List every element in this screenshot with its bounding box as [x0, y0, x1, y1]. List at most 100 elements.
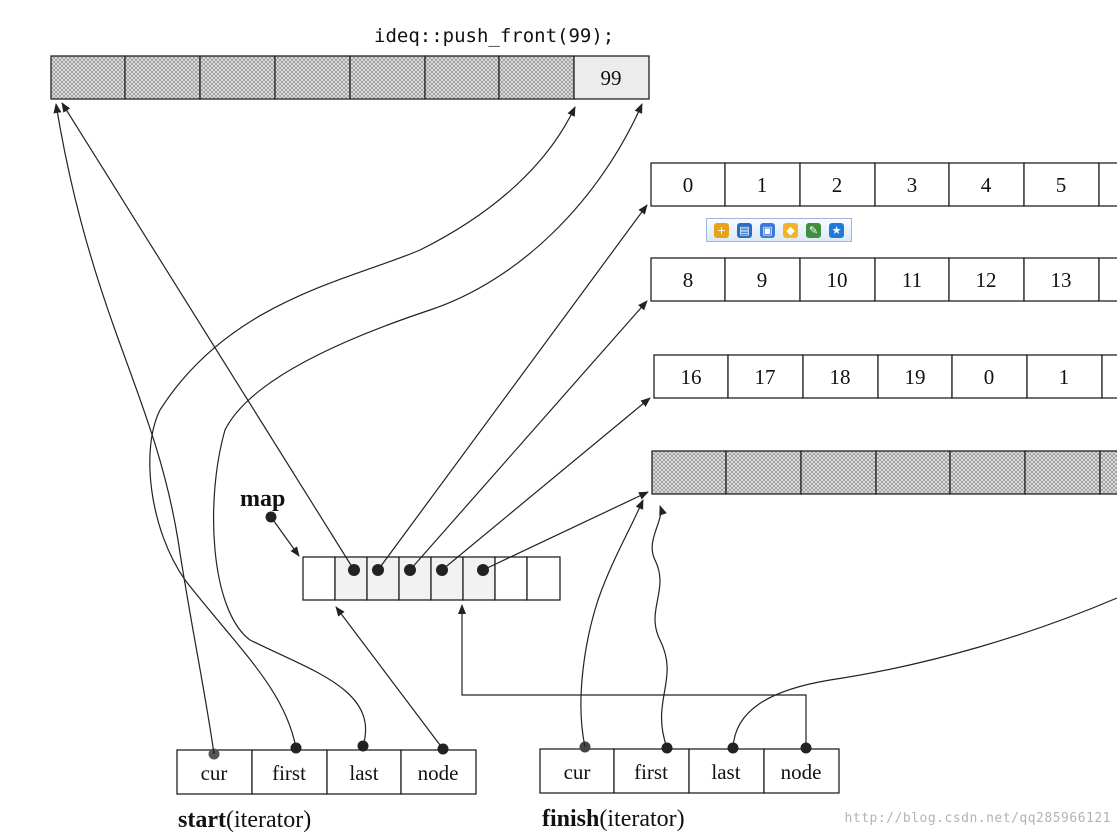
image-edit-icon[interactable]: ✎: [806, 222, 821, 238]
start-field-cur: cur: [201, 761, 228, 785]
top-buffer-cell: [349, 55, 426, 100]
buffer-value: 2: [832, 173, 843, 197]
map-slot: [494, 556, 528, 601]
map-label: map: [240, 486, 285, 512]
map-slot: [462, 556, 496, 601]
map-node-edge: [61, 102, 355, 571]
favorite-icon[interactable]: ★: [829, 222, 844, 238]
finish-field-cell: [613, 748, 690, 794]
top-buffer-cell: [274, 55, 351, 100]
start-field-node: node: [418, 761, 459, 785]
buffer-value: 11: [902, 268, 922, 292]
finish-field-cur: cur: [564, 760, 591, 784]
top-buffer: 99: [50, 55, 650, 100]
buffer-value: 13: [1051, 268, 1072, 292]
buffer-cell: [1026, 354, 1103, 399]
save-icon[interactable]: ▤: [737, 222, 752, 238]
finish-iterator: cur first last node finish(iterator): [539, 741, 840, 832]
buffer-value: 1: [1059, 365, 1070, 389]
buffer-cell: [650, 257, 726, 302]
buffer-cell: [1023, 162, 1100, 207]
buffer-cell: [1098, 257, 1117, 302]
top-buffer-cell: [199, 55, 276, 100]
start-last-edge: [212, 103, 643, 747]
buffer-cell: [650, 162, 726, 207]
buffer-cell: [724, 257, 801, 302]
buffer-cell: [1099, 450, 1117, 495]
buffer-cell: [875, 450, 951, 495]
buffer-cell: [1098, 162, 1117, 207]
top-buffer-cell: [50, 55, 126, 100]
finish-first-edge: [651, 505, 668, 749]
buffer-cell: [724, 162, 801, 207]
map-slot: [302, 556, 336, 601]
buffer-cell: [1024, 450, 1101, 495]
tag-icon[interactable]: ◆: [783, 222, 798, 238]
buffer-cell: [1101, 354, 1117, 399]
buffer-cell: [725, 450, 802, 495]
buffer-value: 10: [827, 268, 848, 292]
top-buffer-cell: [573, 55, 650, 100]
buffer-value: 0: [984, 365, 995, 389]
map-node-edge: [377, 204, 648, 571]
finish-field-first: first: [634, 760, 668, 784]
top-buffer-cell: [124, 55, 201, 100]
finish-field-cell: [539, 748, 615, 794]
finish-iterator-name: finish: [542, 806, 599, 832]
buffer-value: 12: [976, 268, 997, 292]
start-field-cell: [400, 749, 477, 795]
start-iterator-label: start(iterator): [178, 807, 311, 833]
buffer-value: 9: [757, 268, 768, 292]
buffer-value: 5: [1056, 173, 1067, 197]
start-first-edge: [149, 106, 576, 749]
buffer-cell: [949, 450, 1026, 495]
buffer-row-3: 16 17 18 19 0 1: [653, 354, 1117, 399]
buffer-value: 8: [683, 268, 694, 292]
buffer-cell: [877, 354, 953, 399]
finish-cur-edge: [580, 499, 644, 748]
start-iterator-name: start: [178, 807, 226, 833]
start-field-last: last: [349, 761, 378, 785]
finish-iterator-label: finish(iterator): [542, 806, 685, 832]
start-iterator: cur first last node start(iterator): [176, 740, 477, 833]
buffer-cell: [800, 450, 877, 495]
buffer-value: 18: [830, 365, 851, 389]
top-buffer-cell: [424, 55, 500, 100]
finish-field-cell: [688, 748, 765, 794]
top-buffer-value: 99: [601, 66, 622, 90]
buffer-cell: [874, 162, 950, 207]
finish-node-edge: [458, 604, 807, 748]
buffer-value: 17: [755, 365, 776, 389]
buffer-value: 4: [981, 173, 992, 197]
map-slot: [526, 556, 561, 601]
buffer-row-1: 0 1 2 3 4 5: [650, 162, 1117, 207]
buffer-cell: [799, 257, 876, 302]
buffer-cell: [653, 354, 729, 399]
buffer-row-4: [651, 450, 1117, 495]
map-slot: [430, 556, 464, 601]
start-cur-edge: [53, 103, 215, 755]
buffer-value: 0: [683, 173, 694, 197]
add-icon[interactable]: +: [714, 222, 729, 238]
floating-toolbar: + ▤ ▣ ◆ ✎ ★: [706, 218, 852, 242]
buffer-value: 1: [757, 173, 768, 197]
buffer-cell: [951, 354, 1028, 399]
finish-field-last: last: [711, 760, 740, 784]
map-slot: [334, 556, 368, 601]
start-field-first: first: [272, 761, 306, 785]
map-arrow: [270, 516, 300, 557]
watermark-url: http://blog.csdn.net/qq285966121: [844, 811, 1111, 826]
finish-field-node: node: [781, 760, 822, 784]
code-caption: ideq::push_front(99);: [374, 25, 614, 47]
map-node-edge: [441, 397, 651, 571]
finish-last-edge: [732, 597, 1117, 749]
buffer-value: 3: [907, 173, 918, 197]
buffer-row-2: 8 9 10 11 12 13: [650, 257, 1117, 302]
screen-icon[interactable]: ▣: [760, 222, 775, 238]
buffer-cell: [651, 450, 727, 495]
buffer-value: 19: [905, 365, 926, 389]
map-node-edge: [409, 300, 648, 571]
buffer-cell: [948, 257, 1025, 302]
buffer-cell: [948, 162, 1025, 207]
